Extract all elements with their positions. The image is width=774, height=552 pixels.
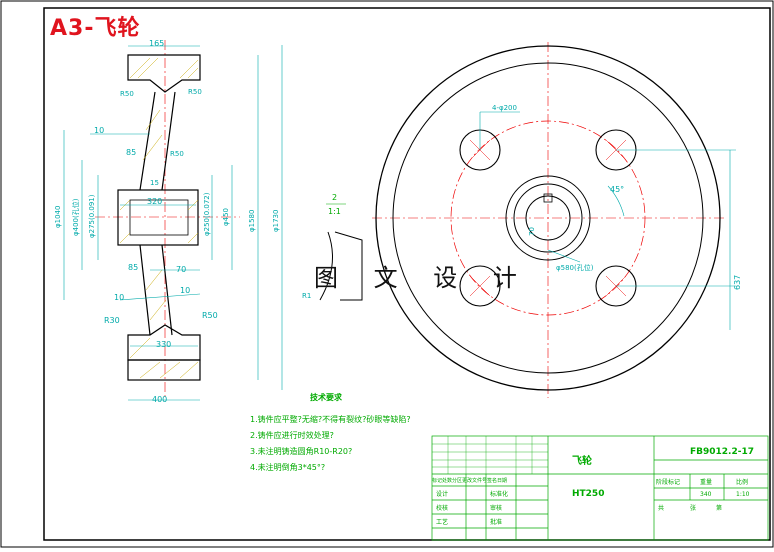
- rim-bottom-lip: [127, 359, 201, 381]
- hub: [117, 189, 199, 246]
- dim-dia-250: φ250(0.072): [203, 192, 211, 236]
- tb-review: 审核: [490, 504, 502, 512]
- dim-dia-1730: φ1730: [272, 210, 280, 232]
- bore-circle: [525, 195, 571, 241]
- lightening-hole-bl: [459, 265, 501, 307]
- holes-label: 4-φ200: [492, 104, 517, 112]
- outer-rim-circle: [375, 45, 721, 391]
- tr-item-1: 1.铸件应平整?无缩?不得有裂纹?砂眼等缺陷?: [250, 414, 411, 424]
- inner-rim-circle: [392, 62, 704, 374]
- dim-85-upper: 85: [126, 148, 136, 157]
- angle-label: 45°: [610, 185, 624, 194]
- title-block-text: 飞轮 FB9012.2-17 HT250 标记处数分区更改文件号签名日期 设计 …: [432, 447, 754, 526]
- detail-scale: 1:1: [328, 207, 341, 216]
- detail-number: 2: [332, 193, 337, 202]
- tb-page: 第: [716, 504, 722, 512]
- dim-r50-mid: R50: [170, 150, 184, 158]
- detail-outline: [319, 231, 363, 301]
- title-block-grid: [431, 435, 769, 541]
- watermark: 图 文 设 计: [314, 264, 531, 292]
- tb-drawing-no: FB9012.2-17: [690, 447, 754, 457]
- dim-top-width: 165: [149, 39, 164, 48]
- dim-dia-400: φ400(孔位): [71, 198, 80, 236]
- dimension-lines: [63, 45, 283, 401]
- dim-dia-1040: φ1040: [54, 206, 62, 228]
- inner-border: [43, 7, 771, 541]
- section-view: 165 400 R50 R50 10 85 R50 15 320 φ1040 φ…: [54, 39, 283, 404]
- tb-process: 工艺: [436, 518, 448, 526]
- tb-approve: 批准: [490, 518, 502, 526]
- tr-title: 技术要求: [310, 392, 343, 402]
- front-view: 4-φ200 45° 70 φ580(孔位) 637: [372, 42, 742, 398]
- tb-check: 校核: [436, 504, 448, 512]
- dim-15: 15: [150, 179, 159, 187]
- dim-dia-275: φ275(0.091): [88, 194, 96, 238]
- dim-r50-br: R50: [202, 311, 218, 320]
- dim-10-upper: 10: [94, 126, 104, 135]
- tr-item-2: 2.铸件应进行时效处理?: [250, 430, 334, 440]
- tb-ratio: 比例: [736, 478, 748, 486]
- detail-view: 2 1:1 R1: [302, 193, 363, 301]
- dim-dia-450: φ450: [222, 208, 230, 226]
- tb-material: HT250: [572, 489, 604, 499]
- hole-pitch-circle: [450, 120, 646, 316]
- tb-part-name: 飞轮: [572, 454, 592, 467]
- front-dimension-lines: [479, 111, 736, 330]
- tr-item-4: 4.未注明倒角3*45°?: [250, 462, 325, 472]
- tb-scale: 1:10: [736, 491, 750, 498]
- dim-r50-tl: R50: [120, 90, 134, 98]
- tb-design: 设计: [436, 490, 448, 498]
- tb-standardize: 标准化: [490, 490, 508, 498]
- dim-330: 330: [156, 340, 171, 349]
- tb-stage-mark: 阶段标记: [656, 478, 680, 486]
- rim-top: [127, 54, 201, 93]
- front-dia-580: φ580(孔位): [556, 263, 594, 272]
- technical-requirements: 技术要求 1.铸件应平整?无缩?不得有裂纹?砂眼等缺陷? 2.铸件应进行时效处理…: [250, 392, 411, 472]
- dim-70: 70: [176, 265, 186, 274]
- tb-header-row: 标记处数分区更改文件号签名日期: [432, 477, 507, 484]
- web-lower: [139, 244, 173, 336]
- dim-85-lower: 85: [128, 263, 138, 272]
- tb-total: 共: [658, 504, 664, 512]
- tb-weight: 重量: [700, 478, 712, 486]
- dim-r30: R30: [104, 316, 120, 325]
- hub-mid-circle: [513, 183, 583, 253]
- keyway: [543, 193, 553, 203]
- detail-radius: R1: [302, 292, 311, 300]
- dim-320: 320: [147, 197, 162, 206]
- web-upper: [139, 91, 176, 191]
- tb-mass: 340: [700, 491, 712, 498]
- front-dim-637: 637: [733, 275, 742, 290]
- dim-r50-tr: R50: [188, 88, 202, 96]
- tr-item-3: 3.未注明铸造圆角R10-R20?: [250, 446, 352, 456]
- dim-bottom-width: 400: [152, 395, 167, 404]
- hub-outer-circle: [505, 175, 591, 261]
- dim-10-lower-b: 10: [114, 293, 124, 302]
- dim-10-lower-a: 10: [180, 286, 190, 295]
- tb-sheet: 张: [690, 504, 696, 512]
- section-hatching: [119, 57, 199, 379]
- front-dim-70: 70: [528, 227, 536, 236]
- dim-dia-1580: φ1580: [248, 210, 256, 232]
- sheet-tag: A3-飞轮: [50, 16, 141, 41]
- hub-bore: [129, 199, 189, 236]
